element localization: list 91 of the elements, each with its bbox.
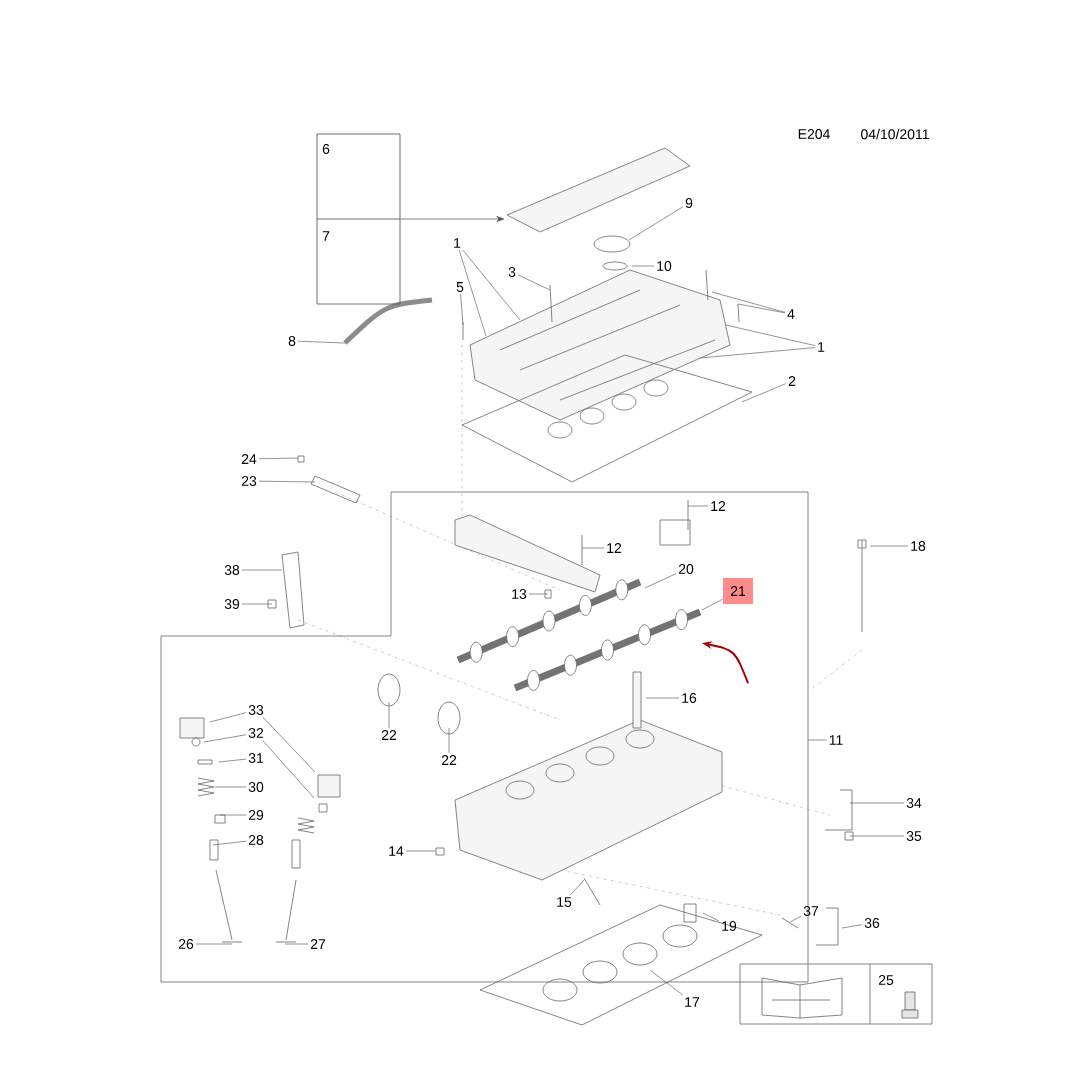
leader-line [203,734,247,743]
leader-line [388,701,390,729]
leader-line [241,603,273,605]
leader-line [297,340,346,344]
date-text: 04/10/2011 [861,128,929,140]
leader-line [687,505,709,507]
callout-number: 36 [864,918,880,928]
leader-line [258,480,316,483]
callout-panel [316,133,401,305]
callout-number: 17 [685,997,700,1007]
leader-line [869,545,909,547]
leader-line [195,943,233,945]
callout-number: 22 [381,730,397,740]
callout-number: 13 [512,589,527,599]
callout-number: 26 [178,939,194,949]
arrow [400,216,505,222]
leader-line [711,291,786,313]
leader-line [460,293,464,326]
leader-line [737,303,786,314]
callout-number: 16 [682,693,697,703]
leader-line [218,758,247,763]
leader-line [701,598,724,611]
callout-number: 28 [248,835,264,845]
leader-line [462,249,521,321]
leader-line [262,739,315,799]
leader-line [214,786,247,788]
leader-line [405,850,437,852]
leader-line [262,716,316,773]
leader-line [258,457,299,460]
callout-number: 12 [711,501,726,511]
callout-number: 7 [322,231,330,241]
callout-number: 5 [456,282,464,292]
callout-number: 14 [389,846,404,856]
leader-line [284,943,309,945]
callout-number: 2 [788,376,796,386]
callout-number: 11 [829,735,843,745]
leader-line [528,593,549,595]
leader-line [570,879,585,896]
leader-line [581,547,605,549]
callout-number: 27 [310,939,326,949]
drawing-code: E204 [798,129,830,139]
callout-number: 8 [288,336,296,346]
leader-line [631,265,655,267]
callout-number: 1 [818,342,825,352]
callout-number: 24 [241,454,257,464]
callout-number: 21 [723,578,753,604]
callout-number: 32 [248,728,264,738]
leader-line [209,712,247,723]
leader-line [649,969,684,996]
callout-number: 30 [248,782,264,792]
leader-line [448,727,450,754]
callout-number: 23 [241,476,257,486]
callout-number: 10 [657,261,672,271]
leader-line [517,274,551,291]
leader-line [807,739,827,741]
leader-line [645,697,680,699]
leader-line [212,840,247,846]
callout-number: 31 [248,753,264,763]
leader-line [458,249,487,337]
callout-number: 33 [248,705,264,715]
leader-line [628,206,684,241]
leader-line [741,383,787,403]
leader-line [849,802,905,804]
callout-number: 6 [322,144,330,154]
callout-number: 4 [787,309,795,319]
callout-number: 38 [224,565,240,575]
leader-line [699,347,816,359]
engine-cover-drawing [506,147,691,233]
callout-number: 3 [508,267,516,277]
leader-line [241,569,283,571]
leader-line [644,573,677,589]
leader-line [841,924,863,929]
callout-number: 12 [607,543,622,553]
callout-number: 15 [557,897,572,907]
callout-number: 34 [906,798,922,808]
callout-number: 29 [248,810,264,820]
leader-line [219,814,247,816]
leader-line [789,915,802,923]
leader-line [702,912,720,922]
leader-line [849,835,905,837]
leader-line [725,324,816,346]
callout-number: 1 [454,238,461,248]
callout-number: 39 [224,599,240,609]
callout-number: 35 [906,831,922,841]
callout-number: 19 [722,921,737,931]
callout-number: 37 [803,906,819,916]
callout-number: 20 [678,564,694,574]
callout-number: 22 [441,755,457,765]
callout-number: 18 [911,541,926,551]
callout-number: 9 [685,198,693,208]
callout-number: 25 [878,975,894,985]
